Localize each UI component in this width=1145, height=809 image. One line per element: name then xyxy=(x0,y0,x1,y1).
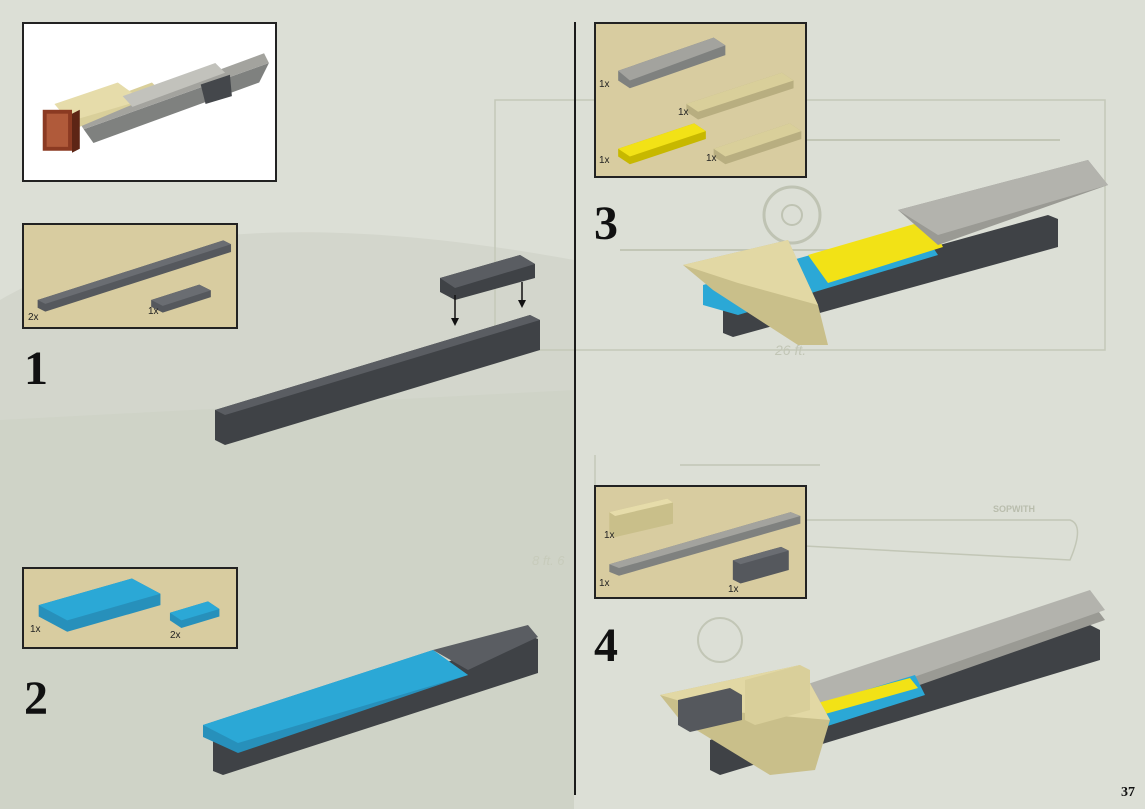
step-number-1: 1 xyxy=(24,342,48,395)
completed-model-photo xyxy=(22,22,277,182)
assembly-step-3 xyxy=(678,155,1123,365)
part-qty: 1x xyxy=(599,79,610,90)
step-number-2: 2 xyxy=(24,672,48,725)
part-qty: 1x xyxy=(706,153,717,164)
assembly-step-4 xyxy=(650,570,1120,785)
part-qty: 2x xyxy=(28,312,39,323)
part-qty: 1x xyxy=(599,578,610,589)
step-number-3: 3 xyxy=(594,197,618,250)
parts-callout-step-4: 1x 1x 1x xyxy=(594,485,807,599)
part-qty: 1x xyxy=(604,530,615,541)
part-qty: 1x xyxy=(599,155,610,166)
step-number-4: 4 xyxy=(594,619,618,672)
page-divider xyxy=(574,22,576,795)
parts-callout-step-3: 1x 1x 1x 1x xyxy=(594,22,807,178)
part-qty: 1x xyxy=(678,107,689,118)
assembly-step-1 xyxy=(210,250,550,450)
part-qty: 1x xyxy=(728,584,739,595)
parts-callout-step-1: 2x 1x xyxy=(22,223,238,329)
dim-height: 8 ft. 6 xyxy=(532,553,565,568)
page-number: 37 xyxy=(1121,785,1135,800)
part-qty: 1x xyxy=(30,624,41,635)
parts-callout-step-2: 1x 2x xyxy=(22,567,238,649)
assembly-step-2 xyxy=(198,625,543,785)
part-qty: 1x xyxy=(148,306,159,317)
dim-wingspan: 26 ft. xyxy=(775,342,807,358)
fuselage-text: SOPWITH xyxy=(993,504,1035,514)
part-qty: 2x xyxy=(170,630,181,641)
